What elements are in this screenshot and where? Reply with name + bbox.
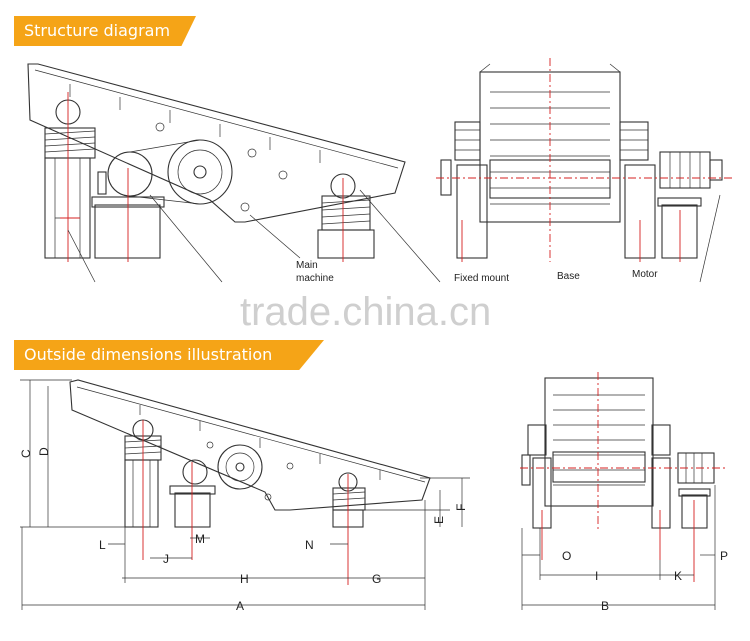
dim-O: O [562, 549, 571, 563]
motor-stand [661, 204, 698, 259]
main-machine-label-1: Main [296, 260, 318, 271]
side-view-dimensions [20, 379, 470, 610]
side-view-structure: Main machine [27, 63, 441, 284]
left-end-support [456, 164, 488, 259]
dim-A: A [236, 599, 244, 613]
dim-exciter [217, 444, 263, 490]
fixed-mount-label: Fixed mount [454, 273, 509, 284]
watermark: trade.china.cn [240, 290, 491, 334]
dim-F: F [454, 504, 468, 511]
dim-L: L [99, 538, 106, 552]
main-machine-label-2: machine [296, 273, 334, 284]
dim-D: D [37, 447, 51, 456]
dim-K: K [674, 569, 682, 583]
dim-I: I [595, 569, 598, 583]
dim-P: P [720, 549, 728, 563]
dimensions-title: Outside dimensions illustration [24, 345, 273, 364]
dim-H: H [240, 572, 249, 586]
left-support [44, 157, 91, 259]
dim-M: M [195, 532, 205, 546]
dimension-letters: A B C D E F G H I J K L M N O P [19, 447, 728, 613]
left-end-spring [454, 121, 481, 161]
dim-E: E [432, 516, 446, 524]
motor-pulley [107, 151, 153, 197]
screen-box [27, 63, 406, 223]
dim-G: G [372, 572, 381, 586]
structure-diagram-title: Structure diagram [24, 21, 171, 40]
dim-J: J [163, 552, 169, 566]
exciter [167, 139, 233, 205]
dim-left-support [124, 459, 159, 528]
dim-B: B [601, 599, 609, 613]
dim-screen-frame [544, 377, 654, 507]
structure-diagram-banner: Structure diagram [14, 16, 196, 46]
motor-base [94, 204, 161, 259]
base-label: Base [557, 271, 580, 282]
dim-N: N [305, 538, 314, 552]
right-end-spring [619, 121, 649, 161]
right-support [317, 229, 375, 259]
end-view-dimensions [520, 372, 725, 610]
motor-label: Motor [632, 269, 658, 280]
dimensions-banner: Outside dimensions illustration [14, 340, 324, 370]
end-view-structure: Fixed mount Base Motor [436, 58, 732, 284]
right-spring [321, 195, 371, 231]
end-motor [659, 151, 711, 189]
dim-C: C [19, 449, 33, 458]
